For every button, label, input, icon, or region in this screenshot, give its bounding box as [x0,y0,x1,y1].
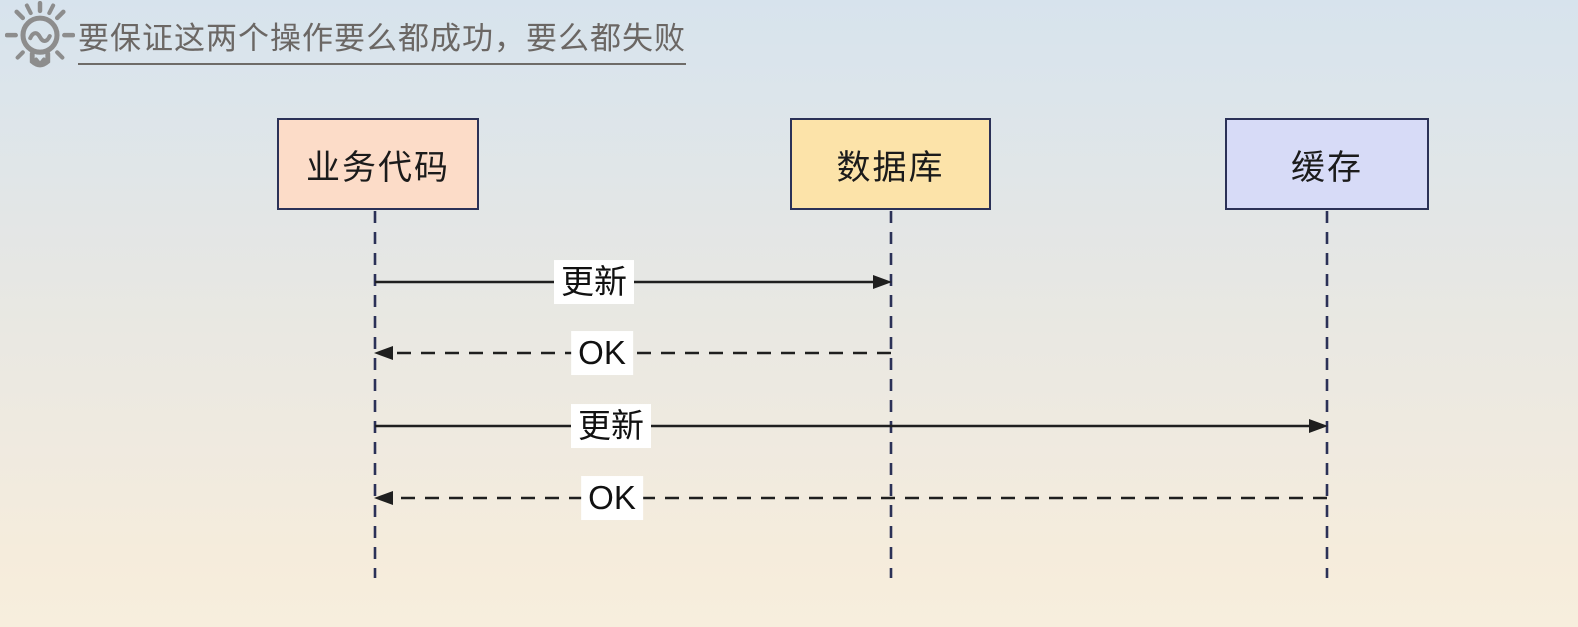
message-label-update-database: 更新 [554,260,634,304]
page-title: 要保证这两个操作要么都成功，要么都失败 [78,20,686,66]
arrowhead-right-cache [1309,419,1328,433]
message-label-ok-cache: OK [581,476,643,520]
actor-database: 数据库 [790,118,991,210]
message-label-ok-database: OK [571,331,633,375]
lightbulb-icon [5,1,75,68]
message-label-update-cache: 更新 [571,404,651,448]
arrowhead-left-ok-database [374,346,393,360]
arrowhead-left-ok-cache [374,491,393,505]
arrowhead-right-database [873,275,892,289]
actor-business-code-label: 业务代码 [306,148,450,187]
actor-database-label: 数据库 [836,148,945,187]
actor-cache-label: 缓存 [1291,148,1363,187]
actor-cache: 缓存 [1225,118,1429,210]
actor-business-code: 业务代码 [277,118,479,210]
